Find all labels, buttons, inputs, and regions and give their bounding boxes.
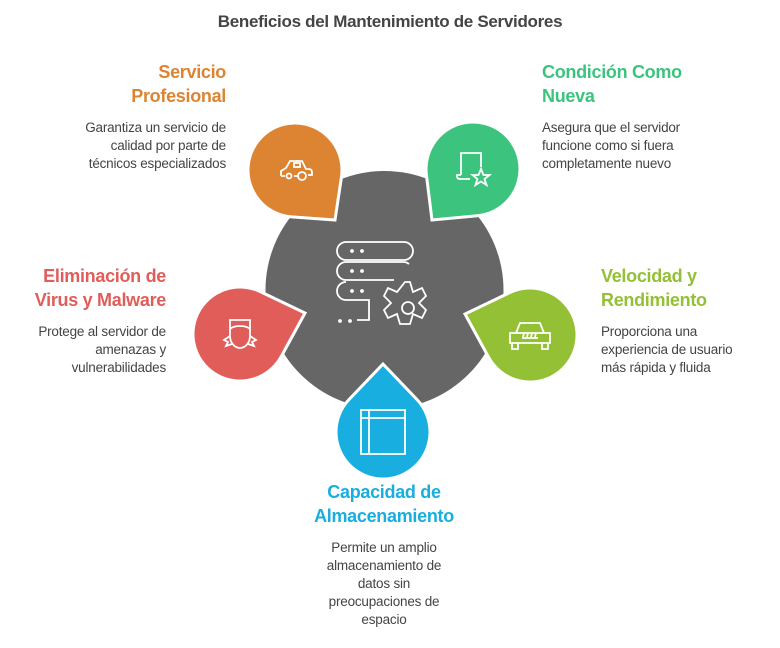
- sports-car-icon: [509, 322, 551, 350]
- server-gear-icon: [336, 241, 428, 325]
- drop-capacidad: [334, 361, 432, 481]
- layout-icon: [360, 409, 406, 455]
- drop-condicion: [424, 120, 522, 222]
- center-circle: [265, 171, 504, 409]
- drop-virus: [191, 285, 308, 383]
- drop-velocidad: [462, 286, 579, 384]
- laptop-star-icon: [455, 152, 493, 188]
- diagram-title: Beneficios del Mantenimiento de Servidor…: [217, 12, 563, 31]
- badge-icon: [222, 319, 258, 349]
- car-icon: [280, 160, 313, 181]
- drop-servicio: [246, 121, 344, 222]
